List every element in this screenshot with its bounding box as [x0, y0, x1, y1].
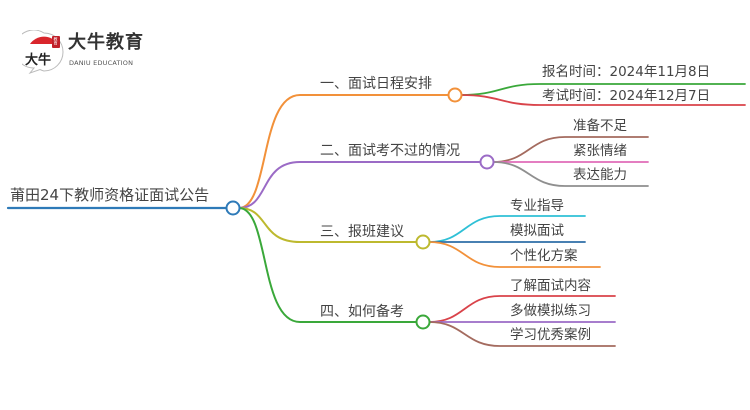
branch-topic-3[interactable]: 三、报班建议: [320, 224, 404, 240]
branch-connector-3: [238, 207, 417, 243]
leaf-connector-3-1: [428, 215, 586, 243]
branch-topic-2[interactable]: 二、面试考不过的情况: [320, 143, 460, 159]
branch-topic-1[interactable]: 一、面试日程安排: [320, 76, 432, 92]
leaf-connector-2-3: [492, 161, 649, 187]
branch-collapse-toggle-2[interactable]: [479, 154, 495, 170]
logo-name-en: DANIU EDUCATION: [69, 59, 134, 67]
brand-logo: 教育 大牛 大牛教育 DANIU EDUCATION: [22, 30, 182, 76]
logo-mark-text: 大牛: [25, 52, 51, 68]
leaf-topic-3-3[interactable]: 个性化方案: [510, 248, 578, 264]
leaf-topic-2-2[interactable]: 紧张情绪: [573, 143, 627, 159]
branch-collapse-toggle-4[interactable]: [415, 314, 431, 330]
leaf-topic-4-2[interactable]: 多做模拟练习: [510, 303, 591, 319]
leaf-topic-1-2[interactable]: 考试时间：2024年12月7日: [542, 88, 711, 104]
branch-collapse-toggle-1[interactable]: [447, 87, 463, 103]
leaf-connector-1-2: [460, 94, 746, 106]
leaf-topic-2-3[interactable]: 表达能力: [573, 167, 627, 183]
branch-connector-4: [238, 207, 417, 323]
leaf-connector-4-3: [428, 321, 616, 347]
branch-connector-2: [238, 161, 481, 209]
leaf-topic-2-1[interactable]: 准备不足: [573, 118, 627, 134]
logo-name-cn: 大牛教育: [68, 32, 144, 53]
leaf-topic-3-2[interactable]: 模拟面试: [510, 223, 564, 239]
root-collapse-toggle[interactable]: [225, 200, 241, 216]
leaf-connector-2-1: [492, 136, 649, 163]
root-topic[interactable]: 莆田24下教师资格证面试公告: [10, 186, 210, 204]
logo-mark-icon: 教育 大牛: [22, 30, 64, 74]
leaf-topic-3-1[interactable]: 专业指导: [510, 198, 564, 214]
leaf-connector-4-1: [428, 295, 616, 323]
leaf-topic-1-1[interactable]: 报名时间：2024年11月8日: [542, 64, 711, 80]
branch-topic-4[interactable]: 四、如何备考: [320, 304, 404, 320]
leaf-topic-4-1[interactable]: 了解面试内容: [510, 278, 591, 294]
leaf-connector-3-3: [428, 241, 601, 268]
leaf-connector-1-1: [460, 83, 746, 96]
branch-collapse-toggle-3[interactable]: [415, 234, 431, 250]
logo-seal-text: 教育: [54, 36, 59, 46]
leaf-topic-4-3[interactable]: 学习优秀案例: [510, 327, 591, 343]
branch-connector-1: [238, 94, 449, 209]
